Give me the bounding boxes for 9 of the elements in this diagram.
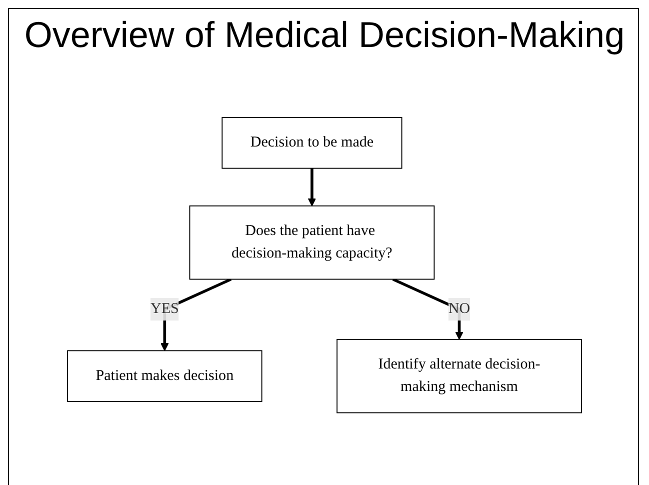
node-box: Patient makes decision: [67, 350, 262, 402]
title: Overview of Medical Decision-Making: [23, 14, 626, 56]
edge-label: NO: [448, 300, 470, 317]
arrow: [392, 278, 464, 340]
node-box: Identify alternate decision-making mechanism: [336, 338, 582, 414]
edge-label: YES: [150, 300, 179, 317]
arrow: [308, 168, 316, 206]
node-box: Decision to be made: [222, 117, 402, 169]
node-box: Does the patient have decision-making capacity?: [189, 205, 435, 280]
